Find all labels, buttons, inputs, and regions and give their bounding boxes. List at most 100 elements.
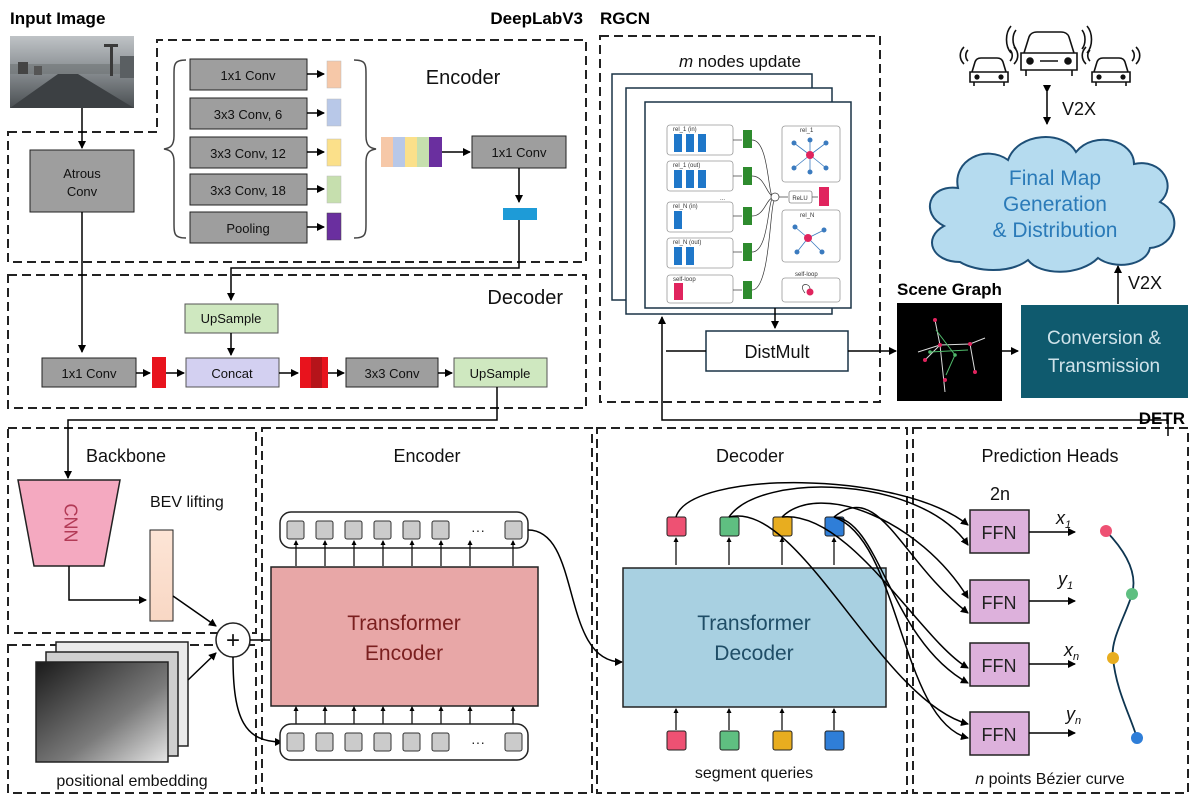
car-icon [1005, 25, 1093, 76]
concat-features [381, 137, 442, 167]
segment-queries-label: segment queries [695, 765, 813, 782]
deeplab-encoder-label: Encoder [426, 67, 501, 89]
segment-query-inputs [666, 730, 845, 751]
conversion-label-1: Conversion & [1047, 328, 1161, 349]
rel-label: rel_N (out) [673, 240, 701, 246]
branch-features [326, 60, 342, 241]
ffn-label: FFN [982, 656, 1017, 676]
add-symbol: + [226, 627, 240, 654]
detr-title: DETR [1139, 409, 1185, 428]
rgcn-mini-graphs: rel_1 rel_N self-loop [781, 125, 841, 303]
encoder-output-tokens: ··· [279, 511, 529, 549]
branch-label: 1x1 Conv [221, 68, 276, 83]
upsample-top-label: UpSample [201, 311, 262, 326]
branch-label: Pooling [226, 221, 269, 236]
output-xn: xn [1063, 640, 1079, 663]
detr-encoder-region [261, 427, 593, 794]
upsample-out-box [453, 357, 548, 388]
svg-text:self-loop: self-loop [795, 272, 818, 278]
branch-box [189, 173, 308, 206]
prediction-heads-region [912, 427, 1189, 794]
encoder-input-tokens: ··· [279, 723, 529, 761]
dec-1x1-conv-label: 1x1 Conv [62, 366, 117, 381]
transformer-decoder-box [622, 567, 887, 708]
dec-1x1-conv-box [41, 357, 137, 388]
input-image-title: Input Image [10, 9, 105, 28]
deeplab-title: DeepLabV3 [490, 9, 583, 28]
svg-text:rel_N: rel_N [800, 213, 814, 219]
branch-box [189, 97, 308, 130]
car-icons [959, 25, 1141, 86]
atrous-conv-label-1: Atrous [63, 166, 101, 181]
aspp-branches: 1x1 Conv 3x3 Conv, 6 3x3 Conv, 12 3x3 Co… [189, 58, 308, 244]
rgcn-relation-rows: rel_1 (in) rel_1 (out) ... rel_N (in) re… [666, 124, 734, 304]
dec-3x3-conv-box [345, 357, 439, 388]
left-brace [163, 59, 187, 239]
deeplab-decoder-region [7, 274, 587, 409]
branch-box [189, 58, 308, 91]
ffn-box [969, 509, 1030, 554]
dec-red-feature [152, 357, 166, 388]
rgcn-title: RGCN [600, 9, 650, 28]
distmult-label: DistMult [744, 342, 809, 362]
transformer-encoder-label-1: Transformer [347, 612, 461, 635]
v2x-bottom-label: V2X [1128, 273, 1162, 293]
positional-embedding-stack [35, 641, 189, 763]
dec-3x3-conv-label: 3x3 Conv [365, 366, 420, 381]
bezier-curve [1100, 525, 1143, 744]
output-y1: y1 [1056, 569, 1073, 592]
output-yn: yn [1064, 704, 1081, 727]
right-brace [353, 59, 377, 239]
rel-label: self-loop [673, 277, 696, 283]
ffn-box [969, 711, 1030, 756]
transformer-encoder-label-2: Encoder [365, 642, 443, 665]
cnn-trapezoid [17, 479, 121, 567]
svg-text:rel_1: rel_1 [800, 128, 814, 134]
positional-embedding-label: positional embedding [56, 773, 207, 790]
car-icon [1081, 46, 1141, 86]
two-n-label: 2n [990, 484, 1010, 504]
transformer-encoder-box [270, 566, 539, 707]
branch-label: 3x3 Conv, 18 [210, 183, 286, 198]
cnn-label: CNN [60, 504, 80, 543]
bev-feature [149, 529, 174, 622]
deeplab-decoder-label: Decoder [487, 287, 563, 309]
control-point [1107, 652, 1119, 664]
branch-label: 3x3 Conv, 12 [210, 146, 286, 161]
concat-box [185, 357, 280, 388]
car-icon [959, 46, 1019, 86]
rel-label: rel_N (in) [673, 204, 698, 210]
ffn-label: FFN [982, 523, 1017, 543]
enc-output-feature [503, 208, 537, 220]
nodes-update-label: m nodes update [679, 52, 801, 71]
detr-encoder-label: Encoder [393, 446, 460, 466]
relu-label: ReLU [792, 196, 807, 202]
ffn-label: FFN [982, 593, 1017, 613]
svg-text:···: ··· [471, 734, 485, 750]
enc-1x1-conv-label: 1x1 Conv [492, 145, 547, 160]
output-variables: x1 y1 xn yn [1055, 508, 1081, 727]
bev-lifting-label: BEV lifting [150, 494, 224, 511]
dashed-regions [7, 35, 1189, 794]
atrous-conv-box [29, 149, 135, 213]
rel-label: rel_1 (in) [673, 127, 697, 133]
control-point [1126, 588, 1138, 600]
prediction-heads-label: Prediction Heads [981, 446, 1118, 466]
transformer-decoder-label-1: Transformer [697, 612, 811, 635]
deeplab-encoder-region [7, 39, 587, 263]
cloud-label-3: & Distribution [993, 219, 1118, 242]
enc-1x1-conv-box [471, 135, 567, 169]
output-x1: x1 [1055, 508, 1071, 531]
upsample-out-label: UpSample [470, 366, 531, 381]
backbone-label: Backbone [86, 446, 166, 466]
positional-region [7, 644, 257, 794]
svg-text:···: ··· [471, 522, 485, 538]
scene-graph-image [897, 303, 1002, 401]
bezier-caption: n points Bézier curve [975, 771, 1125, 788]
cloud-shape [928, 136, 1176, 273]
branch-box [189, 211, 308, 244]
relu-box [788, 190, 813, 204]
sum-node [770, 192, 780, 202]
rel-ellipsis: ... [720, 196, 725, 202]
rgcn-green-features [743, 130, 752, 299]
